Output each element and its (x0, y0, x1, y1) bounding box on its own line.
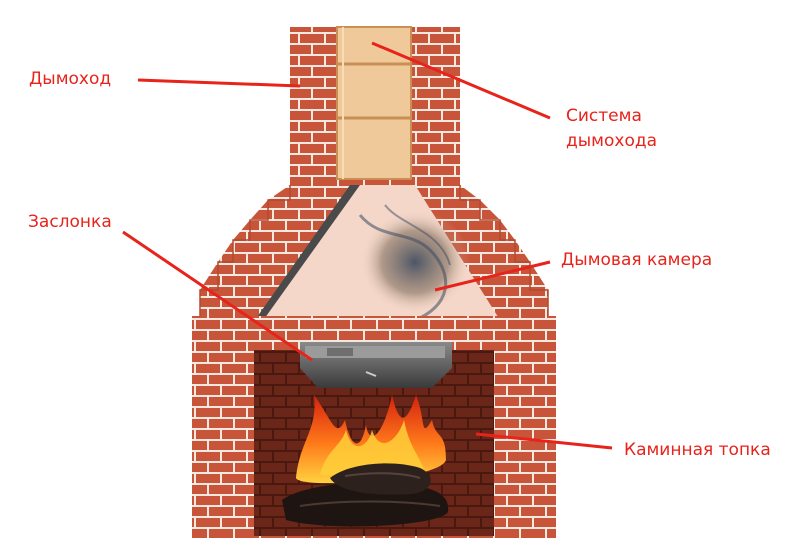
leader-lines (122, 41, 613, 450)
leader-line-smoke-chamber (434, 260, 551, 292)
label-smoke-chamber: Дымовая камера (561, 250, 713, 270)
label-chimney: Дымоход (29, 69, 112, 89)
leader-line-damper (122, 230, 313, 362)
label-firebox: Каминная топка (624, 440, 771, 460)
leader-line-chimney (137, 78, 301, 88)
leader-line-chimney-system (371, 41, 551, 120)
fire (296, 395, 446, 484)
leader-line-firebox (475, 432, 613, 450)
logs (282, 463, 449, 527)
flue-liner (336, 26, 412, 180)
damper (300, 342, 452, 388)
chimney-stack (290, 26, 460, 189)
label-chimney-system-line1: Система (566, 106, 642, 126)
label-chimney-system: Система дымохода (566, 104, 657, 154)
label-damper: Заслонка (28, 212, 112, 232)
label-chimney-system-line2: дымохода (566, 131, 658, 151)
